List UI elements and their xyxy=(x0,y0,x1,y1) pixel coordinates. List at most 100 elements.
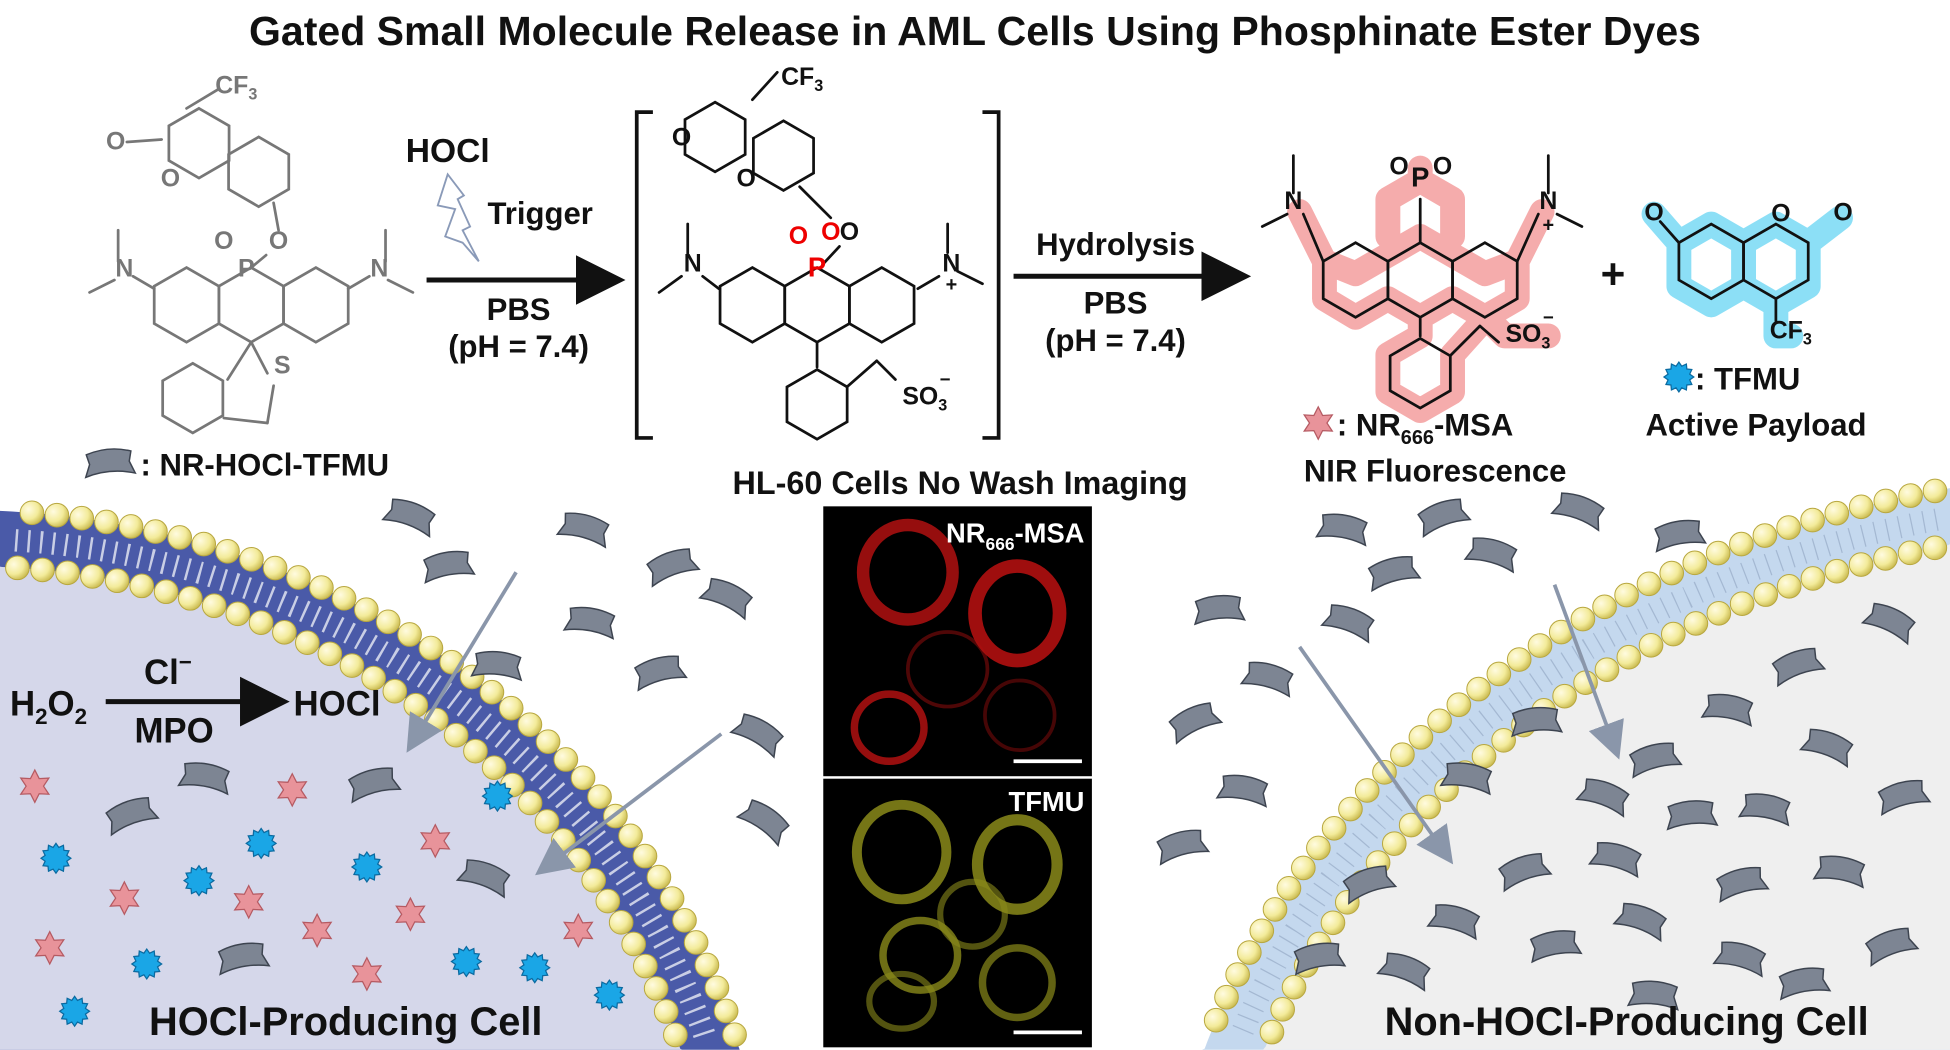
bond xyxy=(131,274,156,291)
lipid-head xyxy=(534,809,560,834)
lipid-head xyxy=(1776,573,1802,599)
lipid-head xyxy=(1259,1019,1285,1045)
bond xyxy=(751,70,779,102)
buffer-label-1: PBS xyxy=(487,292,551,327)
lipid-head xyxy=(1897,540,1923,566)
probe-molecule xyxy=(1628,742,1683,779)
lipid-head xyxy=(1752,523,1778,548)
lipid-head xyxy=(1705,540,1731,566)
probe-molecule xyxy=(1798,728,1854,769)
probe-molecule xyxy=(1812,855,1866,889)
lipid-head xyxy=(1446,692,1472,718)
lipid-head xyxy=(153,579,179,605)
payload-burst xyxy=(39,842,72,875)
probe-molecule xyxy=(735,799,790,848)
probe-molecule xyxy=(1156,829,1211,866)
microscopy-panel-yellow: TFMU xyxy=(823,778,1092,1048)
page-title: Gated Small Molecule Release in AML Cell… xyxy=(249,8,1701,54)
ring-bond xyxy=(785,367,849,441)
ring-bond xyxy=(282,265,350,344)
lipid-head xyxy=(663,1022,688,1048)
lipid-head xyxy=(479,679,505,705)
lipid-head xyxy=(191,531,217,557)
bond xyxy=(222,416,269,425)
cf3-label: CF3 xyxy=(781,63,823,95)
legend-probe: : NR-HOCl-TFMU xyxy=(84,447,390,482)
lipid-head xyxy=(215,538,240,564)
probe-molecule xyxy=(1193,594,1246,626)
probe-legend-label: : NR-HOCl-TFMU xyxy=(141,447,390,482)
probe-molecule xyxy=(1426,904,1481,941)
atom-label: N xyxy=(942,249,960,277)
probe-molecule xyxy=(1626,980,1679,1011)
probe-molecule xyxy=(381,498,436,539)
ph-label-1: (pH = 7.4) xyxy=(448,329,589,364)
probe-molecule xyxy=(1666,800,1719,831)
atom-label: O xyxy=(672,124,691,152)
bond xyxy=(185,88,220,110)
lipid-head xyxy=(1592,594,1617,620)
atom-label: O xyxy=(1771,200,1790,228)
ring-bond xyxy=(848,265,916,344)
dye-description: NIR Fluorescence xyxy=(1304,453,1567,488)
lipid-head xyxy=(463,738,488,764)
payload-burst xyxy=(130,947,163,981)
reaction-arrow-1: HOCl Trigger PBS (pH = 7.4) xyxy=(406,133,626,364)
probe-molecule xyxy=(1737,793,1791,827)
lipid-head xyxy=(443,722,469,748)
lipid-head xyxy=(1636,571,1662,597)
probe-molecule xyxy=(455,859,511,899)
lipid-head xyxy=(1682,550,1708,576)
lipid-head xyxy=(1922,535,1948,561)
bond xyxy=(845,359,879,389)
lipid-head xyxy=(1552,683,1577,709)
lipid-head xyxy=(1753,582,1779,607)
dye-star xyxy=(109,880,140,916)
atom-label: O xyxy=(1644,198,1663,226)
probe-molecule xyxy=(1463,537,1518,574)
lipid-head xyxy=(1776,515,1801,540)
lipid-head xyxy=(80,564,105,589)
bond xyxy=(249,253,268,269)
lipid-head xyxy=(570,765,596,791)
probe-molecule xyxy=(105,796,160,837)
atom-label: O xyxy=(789,222,808,250)
lipid-head xyxy=(1873,546,1898,571)
lipid-head xyxy=(1506,647,1532,672)
trigger-label: Trigger xyxy=(488,196,593,231)
lipid-head xyxy=(1824,500,1850,526)
diffusion-arrow xyxy=(406,571,518,753)
atom-label: O xyxy=(821,218,840,246)
probe-molecule xyxy=(1367,555,1422,593)
lipid-head xyxy=(225,601,251,627)
atom-label: + xyxy=(946,274,958,296)
atom-label: P xyxy=(238,254,255,282)
ring-bond xyxy=(152,265,221,344)
bond xyxy=(346,274,371,291)
lipid-head xyxy=(1320,910,1346,936)
probe-molecule xyxy=(1529,930,1583,964)
lipid-head xyxy=(621,931,646,957)
lipid-head xyxy=(375,609,401,635)
lipid-head xyxy=(1427,708,1452,734)
atom-label: N xyxy=(1539,187,1557,215)
lipid-head xyxy=(1800,566,1826,591)
bond xyxy=(956,269,984,286)
dye-star xyxy=(34,930,65,966)
atom-label: O xyxy=(1833,198,1852,226)
lipid-head xyxy=(118,514,144,539)
lipid-head xyxy=(517,712,543,737)
probe-molecule xyxy=(1550,492,1605,532)
lipid-head xyxy=(239,546,264,572)
lipid-head xyxy=(262,555,288,581)
probe-molecule xyxy=(562,606,616,640)
ring-bond xyxy=(718,265,787,344)
lipid-head xyxy=(1848,552,1874,577)
probe-molecule xyxy=(1654,519,1707,553)
lipid-head xyxy=(1614,582,1639,608)
lipid-head xyxy=(1638,632,1664,658)
probe-molecule xyxy=(1417,498,1472,539)
lipid-head xyxy=(1527,633,1553,658)
lipid-head xyxy=(104,568,130,594)
